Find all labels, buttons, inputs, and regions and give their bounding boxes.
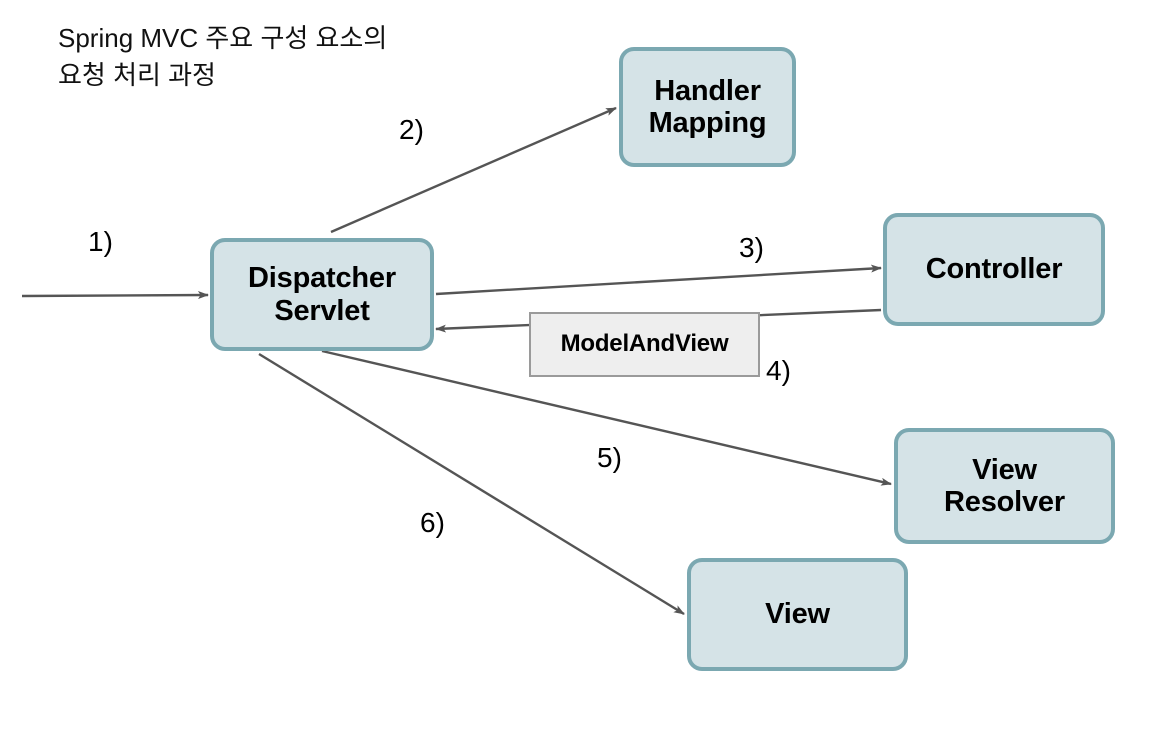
node-view[interactable]: View <box>687 558 908 671</box>
edge-2-handler-mapping-line <box>330 106 617 234</box>
node-controller[interactable]: Controller <box>883 213 1105 326</box>
edge-1-request-line <box>21 291 209 300</box>
edge-label-4: 4) <box>766 355 791 386</box>
edge-label-1: 1) <box>88 226 113 257</box>
edge-label-5: 5) <box>597 442 622 473</box>
node-dispatcher-servlet[interactable]: Dispatcher Servlet <box>210 238 434 351</box>
edge-label-2: 2) <box>399 114 424 145</box>
edge-3-controller-line <box>435 264 882 296</box>
edge-6-view-line <box>258 352 685 616</box>
edge-label-6: 6) <box>420 507 445 538</box>
edge-label-3: 3) <box>739 232 764 263</box>
node-handler-mapping[interactable]: Handler Mapping <box>619 47 796 167</box>
page-title: Spring MVC 주요 구성 요소의 요청 처리 과정 <box>58 23 388 90</box>
node-view-resolver[interactable]: View Resolver <box>894 428 1115 544</box>
node-model-and-view[interactable]: ModelAndView <box>529 312 760 377</box>
